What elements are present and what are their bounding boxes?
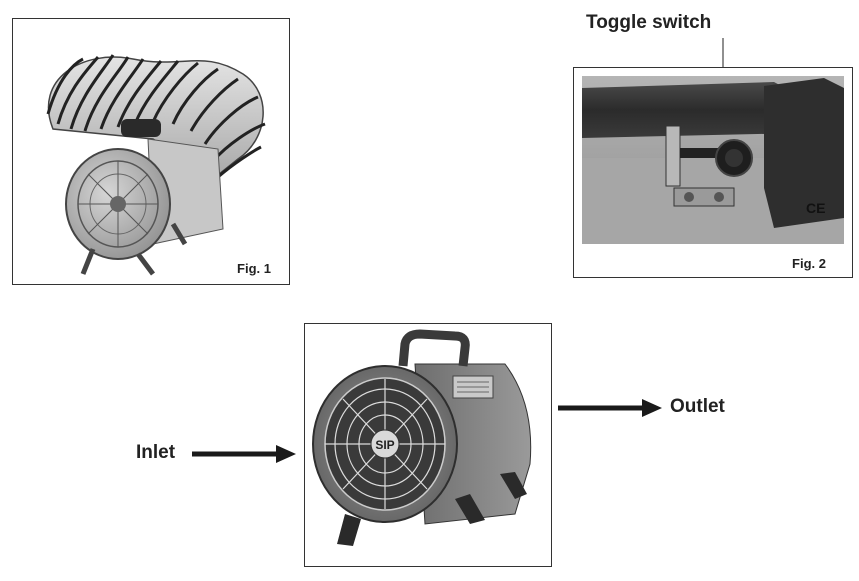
fig3-frame: SIP — [304, 323, 552, 567]
inlet-label: Inlet — [136, 442, 176, 463]
fig1-label: Fig. 1 — [237, 261, 271, 276]
carry-handle — [398, 329, 470, 367]
fan-handle — [121, 119, 161, 137]
sip-logo-badge — [370, 429, 400, 459]
fan-body — [65, 119, 224, 276]
outlet-arrow — [558, 399, 662, 417]
switch-housing — [764, 78, 844, 228]
toggle-switch — [665, 125, 753, 207]
sip-logo-text: SIP — [375, 438, 394, 452]
fan-feet — [337, 472, 527, 546]
fig2-label: Fig. 2 — [792, 256, 826, 271]
fan-with-ducting-image — [46, 54, 266, 276]
housing-logo-fragment: CE — [806, 200, 825, 216]
fan-front-view-image: SIP — [312, 329, 532, 546]
toggle-switch-label: Toggle switch — [586, 12, 712, 33]
fig2-frame: CE Fig. 2 — [573, 67, 853, 278]
inlet-arrow — [192, 445, 296, 463]
toggle-switch-image: CE — [582, 76, 844, 244]
handle-bar — [582, 82, 804, 138]
fig1-frame: Fig. 1 — [12, 18, 290, 285]
outlet-label: Outlet — [670, 396, 725, 417]
